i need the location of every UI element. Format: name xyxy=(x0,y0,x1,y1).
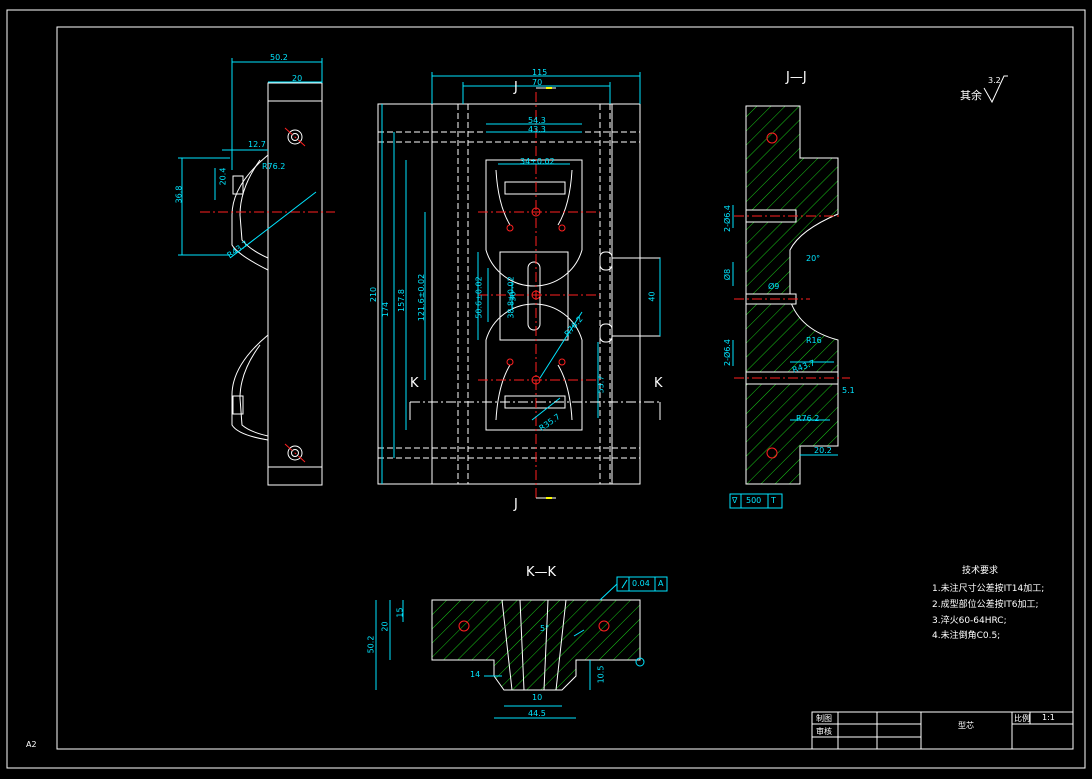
cut-k-right-label: K xyxy=(654,376,663,391)
dim-left-d2: 20.4 xyxy=(218,167,228,186)
dim-front-433: 43.3 xyxy=(528,125,546,134)
dim-front-174: 174 xyxy=(381,301,391,318)
tech-req-item-1: 1.未注尺寸公差按IT14加工; xyxy=(932,584,1045,594)
dim-front-537: 53.7 xyxy=(596,375,606,394)
flatness-tail: T xyxy=(771,496,776,505)
jj-dims xyxy=(732,205,838,456)
title-block-part-name: 型芯 xyxy=(958,721,974,730)
sheet-size-label: A2 xyxy=(26,740,37,749)
cut-j-bottom-label: J xyxy=(514,497,518,512)
outer-border xyxy=(6,9,1086,769)
cut-j-top-label: J xyxy=(514,80,518,95)
dim-left-inner: 20 xyxy=(292,74,303,83)
dim-jj-2: Ø8 xyxy=(723,268,733,281)
dim-jj-9: 20.2 xyxy=(814,446,832,455)
cut-k-left-label: K xyxy=(410,376,419,391)
left-view-dims xyxy=(178,58,323,259)
dim-kk-2: 20 xyxy=(380,621,390,632)
section-kk-label: K—K xyxy=(526,565,557,580)
kk-section xyxy=(431,599,641,691)
dim-left-width: 50.2 xyxy=(270,53,288,62)
dim-front-30: 30 xyxy=(508,291,518,302)
dim-kk-1: 50.2 xyxy=(366,635,376,654)
inner-frame xyxy=(56,26,1074,750)
tech-req-item-3: 3.淬火60-64HRC; xyxy=(932,616,1007,626)
title-block-scale-value: 1:1 xyxy=(1042,713,1055,722)
flatness-symbol: ∇ xyxy=(732,496,738,505)
dim-left-d1: 12.7 xyxy=(248,140,266,149)
dim-front-210: 210 xyxy=(369,286,379,303)
dim-jj-8: R76.2 xyxy=(796,414,820,423)
dim-jj-5: 2-Ø6.4 xyxy=(723,339,732,366)
dim-kk-5: 10 xyxy=(532,693,543,702)
jj-section xyxy=(745,105,839,485)
roughness-rest-label: 其余 xyxy=(960,89,982,102)
dim-kk-3: 15 xyxy=(395,607,405,618)
flatness-frame xyxy=(729,493,783,509)
dim-kk-7: 5° xyxy=(540,624,550,633)
tolerance-value: 0.04 xyxy=(632,579,650,588)
left-view xyxy=(231,82,323,486)
front-view-centerlines xyxy=(478,92,600,498)
cutting-planes xyxy=(409,87,661,499)
dim-jj-1: 2-Ø6.4 xyxy=(723,205,732,232)
front-view-dims xyxy=(381,72,661,484)
datum-a-marker xyxy=(635,657,645,667)
dim-kk-4: 14 xyxy=(470,670,481,679)
dim-front-506: 50.6±0.02 xyxy=(474,276,484,319)
dim-front-543: 54.3 xyxy=(528,116,546,125)
dim-jj-10: 5.1 xyxy=(842,386,855,395)
dim-jj-4: Ø9 xyxy=(768,282,780,291)
dim-front-34: 34±0.02 xyxy=(520,157,555,166)
roughness-value: 3.2 xyxy=(988,76,1001,85)
dim-jj-3: 20° xyxy=(806,254,821,263)
dim-left-d4: R76.2 xyxy=(262,162,286,171)
dim-jj-6: R16 xyxy=(806,336,822,345)
flatness-value: 500 xyxy=(746,496,762,505)
roughness-symbol xyxy=(983,75,1008,104)
dim-front-115: 115 xyxy=(532,68,548,77)
dim-kk-8: 10.5 xyxy=(596,665,606,684)
jj-centerlines xyxy=(734,215,850,379)
title-block-lines xyxy=(811,711,1074,750)
dim-front-40: 40 xyxy=(647,291,657,302)
left-view-centerlines xyxy=(200,127,335,463)
title-block-checked-by: 审核 xyxy=(816,727,832,736)
tolerance-datum: A xyxy=(658,579,664,588)
cut-arrows xyxy=(546,87,552,499)
dim-left-d3: 36.8 xyxy=(174,185,184,204)
dim-kk-6: 44.5 xyxy=(528,709,546,718)
title-block-scale-label: 比例 xyxy=(1014,714,1030,723)
kk-dims xyxy=(375,600,591,719)
tolerance-frame xyxy=(599,576,668,601)
tech-req-item-4: 4.未注倒角C0.5; xyxy=(932,631,1001,641)
front-view-holes xyxy=(506,207,566,385)
dim-front-70: 70 xyxy=(532,78,543,87)
dim-front-1216: 121.6±0.02 xyxy=(417,273,427,322)
dim-front-1578: 157.8 xyxy=(396,289,406,312)
tech-req-item-2: 2.成型部位公差按IT6加工; xyxy=(932,600,1039,610)
section-jj-label: J—J xyxy=(786,70,807,85)
title-block-drawn-by: 制图 xyxy=(816,714,832,723)
tech-req-title: 技术要求 xyxy=(962,566,999,576)
